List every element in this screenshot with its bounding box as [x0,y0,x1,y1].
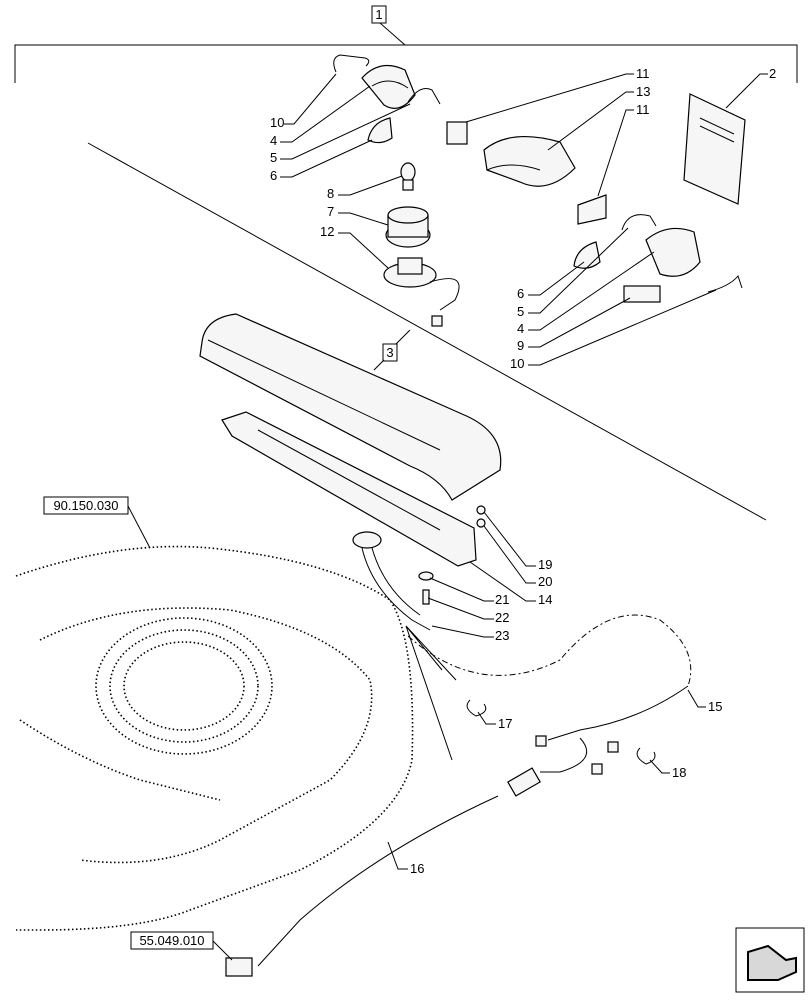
svg-text:7: 7 [327,204,334,219]
label-16: 16 [387,841,424,876]
svg-text:90.150.030: 90.150.030 [53,498,118,513]
label-6a: 6 [270,139,373,183]
wire-part-5b [621,214,657,231]
label-10b: 10 [510,289,717,371]
svg-text:5: 5 [517,304,524,319]
svg-text:15: 15 [708,699,722,714]
ref-roof-leader [127,505,151,549]
label-22: 22 [427,597,509,625]
cable-route-15 [407,614,692,687]
clip-part-10b [707,274,743,293]
svg-text:6: 6 [270,168,277,183]
lens-part-6b [573,241,601,269]
screw-part-22 [422,589,430,605]
svg-text:17: 17 [498,716,512,731]
label-19: 19 [483,511,552,572]
svg-text:8: 8 [327,186,334,201]
svg-text:20: 20 [538,574,552,589]
manual-part-2 [683,93,746,205]
ref-box-90-150-030[interactable]: 90.150.030 [43,496,129,515]
leader-bundle [405,625,457,761]
label-4a: 4 [270,85,371,148]
callout-3-leader [373,329,411,371]
label-15: 15 [687,689,722,714]
label-5a: 5 [270,103,411,165]
svg-text:5: 5 [270,150,277,165]
label-23: 23 [431,625,509,643]
svg-text:22: 22 [495,610,509,625]
label-11a: 11 [465,66,650,123]
svg-text:2: 2 [769,66,776,81]
callout-box-1[interactable]: 1 [371,5,387,24]
bulb-part-8 [400,162,416,191]
label-13: 13 [547,84,650,151]
ref-box-55-049-010[interactable]: 55.049.010 [130,931,214,950]
divider-line [87,142,767,521]
washer-part-20 [476,518,486,528]
label-12: 12 [320,224,389,269]
module-part-9 [623,285,661,303]
callout-box-3[interactable]: 3 [382,343,398,362]
connector-part-16 [225,767,541,977]
label-18: 18 [649,759,686,780]
svg-text:3: 3 [386,345,393,360]
label-11b: 11 [597,102,650,197]
washer-part-21 [418,571,434,581]
label-2: 2 [725,66,776,109]
label-10a: 10 [270,73,337,130]
label-4b: 4 [517,251,655,336]
svg-text:9: 9 [517,338,524,353]
socket-part-7 [385,206,431,248]
lens-cover-part-4b [645,227,701,277]
svg-text:21: 21 [495,592,509,607]
label-20: 20 [483,525,552,589]
svg-text:11: 11 [636,102,650,117]
arrow-back-icon[interactable] [735,927,805,993]
base-part-12 [383,257,460,327]
svg-text:14: 14 [538,592,552,607]
roof-reference-90-150-030 [15,545,414,931]
svg-text:4: 4 [270,133,277,148]
clip-part-17 [466,699,487,717]
svg-text:12: 12 [320,224,334,239]
cover-part-13 [483,135,576,187]
svg-text:6: 6 [517,286,524,301]
label-5b: 5 [517,227,629,319]
washer-part-19 [476,505,486,515]
svg-text:4: 4 [517,321,524,336]
harness-part-15 [535,685,689,775]
svg-text:13: 13 [636,84,650,99]
svg-text:10: 10 [270,115,284,130]
mounting-plate-part-14 [221,411,477,567]
ref-harness-leader [212,940,233,961]
label-17: 17 [477,711,512,731]
lens-part-6 [367,117,393,144]
assembly-bracket [14,22,798,83]
svg-text:18: 18 [672,765,686,780]
label-part-11a [446,121,468,145]
cable-grommet-part-23 [352,531,431,631]
clip-part-18 [636,747,656,765]
lens-cover-part-4 [361,64,416,109]
svg-text:10: 10 [510,356,524,371]
label-8: 8 [327,175,403,201]
label-21: 21 [429,577,509,607]
svg-text:19: 19 [538,557,552,572]
svg-text:23: 23 [495,628,509,643]
label-7: 7 [327,204,389,226]
svg-text:16: 16 [410,861,424,876]
wire-part-5 [407,88,441,105]
beacon-housing-part-3 [199,313,502,501]
label-6b: 6 [517,261,585,301]
label-part-11b [577,194,607,225]
svg-text:55.049.010: 55.049.010 [139,933,204,948]
svg-text:11: 11 [636,66,650,81]
label-9: 9 [517,297,631,353]
label-14: 14 [469,561,552,607]
svg-text:1: 1 [375,7,382,22]
clip-part-10 [333,54,370,73]
